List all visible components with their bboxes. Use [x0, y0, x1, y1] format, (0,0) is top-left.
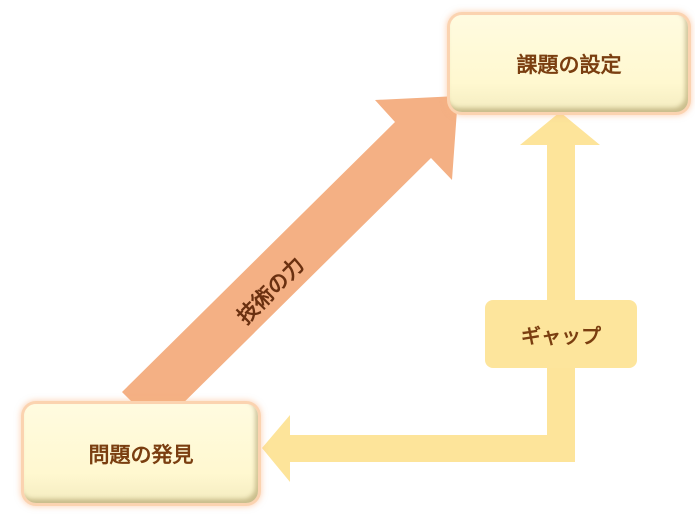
gap-arrow: [262, 112, 600, 482]
node-task-setting: 課題の設定: [450, 15, 688, 112]
gap-label-box: ギャップ: [485, 300, 637, 368]
node-problem-discovery: 問題の発見: [24, 404, 258, 503]
node-label: 問題の発見: [88, 442, 194, 467]
node-label: 課題の設定: [516, 52, 622, 77]
technology-arrow: [122, 96, 458, 428]
gap-label: ギャップ: [521, 323, 601, 348]
